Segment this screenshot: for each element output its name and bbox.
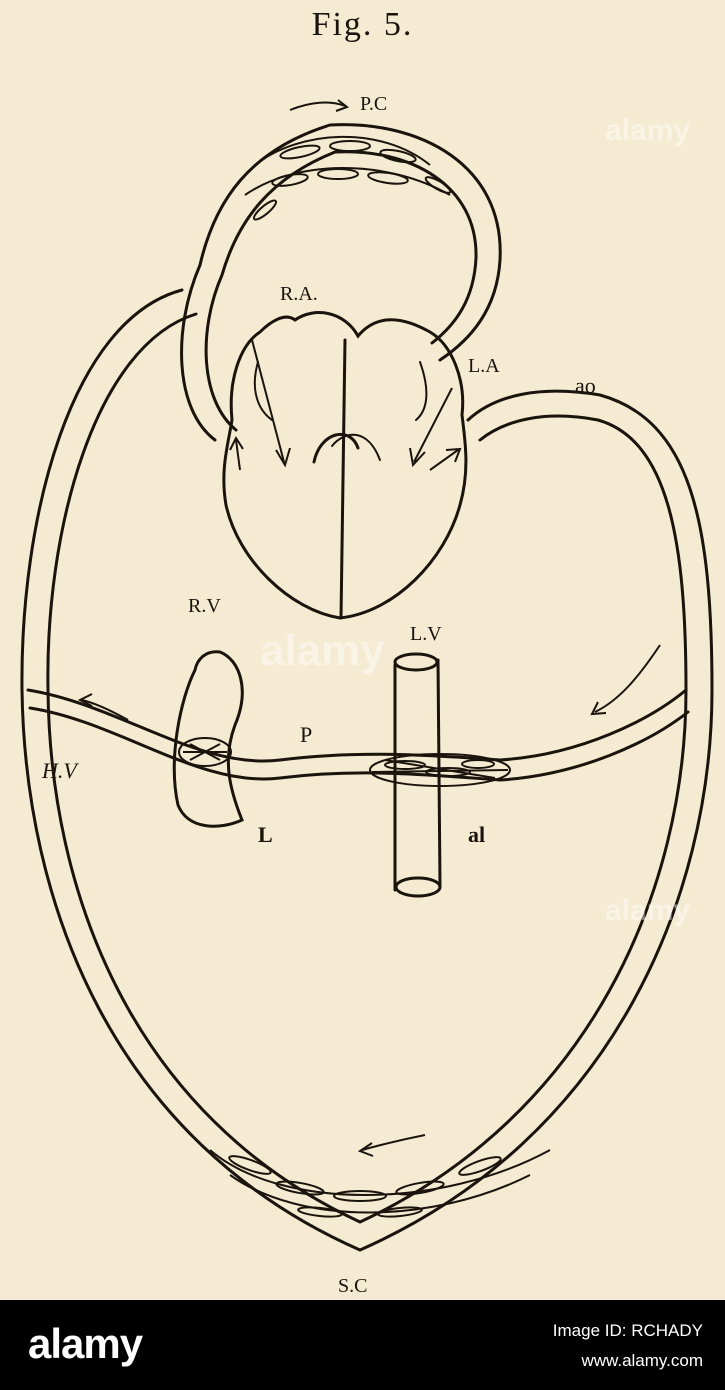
label-pulmonary-capillaries: P.C	[360, 93, 387, 115]
liver	[172, 650, 244, 828]
label-hepatic-vein: H.V	[41, 758, 79, 783]
portal-vessel	[26, 688, 690, 782]
capillary-networks	[178, 135, 551, 1218]
watermark-top-right: alamy	[605, 114, 690, 147]
label-right-atrium: R.A.	[280, 283, 318, 305]
systemic-vessel	[20, 288, 714, 1252]
label-alimentary-canal: al	[468, 822, 485, 847]
systemic-capillaries	[209, 1149, 551, 1218]
heart	[222, 311, 468, 620]
site-url[interactable]: www.alamy.com	[581, 1351, 703, 1370]
circulation-diagram: P.C R.A. L.A ao R.V L.V H.V P L al S.C a…	[20, 93, 714, 1297]
watermarks: alamy alamy alamy	[260, 114, 690, 927]
label-portal-vein: P	[300, 722, 312, 747]
alamy-logo: alamy	[28, 1320, 143, 1367]
watermark-center: alamy	[260, 626, 385, 675]
figure-title: Fig. 5.	[311, 6, 414, 43]
liver-capillaries	[178, 737, 232, 767]
diagram-plate: Fig. 5.	[20, 6, 714, 1297]
image-id: Image ID: RCHADY	[552, 1321, 703, 1340]
label-left-atrium: L.A	[468, 355, 500, 377]
label-aorta: ao	[575, 373, 596, 398]
label-systemic-capillaries: S.C	[338, 1275, 367, 1297]
intestinal-capillaries	[369, 753, 511, 787]
label-liver: L	[258, 822, 273, 847]
stock-footer-bar: alamy Image ID: RCHADY www.alamy.com	[0, 1300, 725, 1390]
pulmonary-vessel	[180, 123, 502, 442]
alimentary-canal	[393, 652, 442, 898]
flow-arrows	[77, 99, 661, 1157]
pulmonary-capillaries	[244, 135, 452, 221]
label-left-ventricle: L.V	[410, 623, 442, 645]
label-right-ventricle: R.V	[188, 595, 221, 617]
watermark-bottom-right: alamy	[605, 894, 690, 927]
image-info: Image ID: RCHADY www.alamy.com	[553, 1316, 703, 1376]
